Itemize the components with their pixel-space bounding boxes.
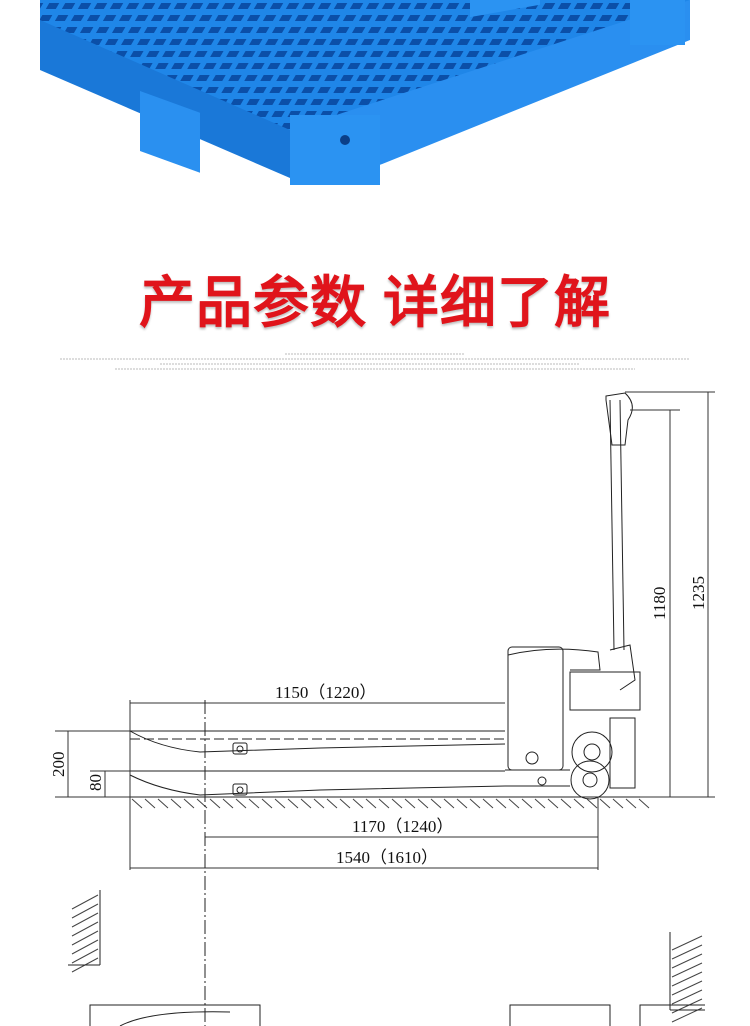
dim-fork-length: 1150（1220） <box>275 683 376 702</box>
dim-handle-height: 1180 <box>650 587 669 620</box>
dim-overall-height: 1235 <box>689 576 708 610</box>
ground-hatch <box>71 798 703 1023</box>
dim-lowered-height: 80 <box>86 774 105 791</box>
section-title: 产品参数详细了解 <box>0 258 750 339</box>
fine-print-lines <box>60 353 690 370</box>
title-part-1: 产品参数 <box>139 271 367 336</box>
dim-lift-height: 200 <box>49 752 68 778</box>
plastic-pallet-image <box>40 0 690 185</box>
dim-overall-length: 1540（1610） <box>336 848 438 867</box>
pallet-truck-technical-drawing: /* hatch placeholder */ 1150（1220） 1170（… <box>49 391 715 1026</box>
dim-wheelbase: 1170（1240） <box>352 817 453 836</box>
title-part-2: 详细了解 <box>383 271 611 336</box>
